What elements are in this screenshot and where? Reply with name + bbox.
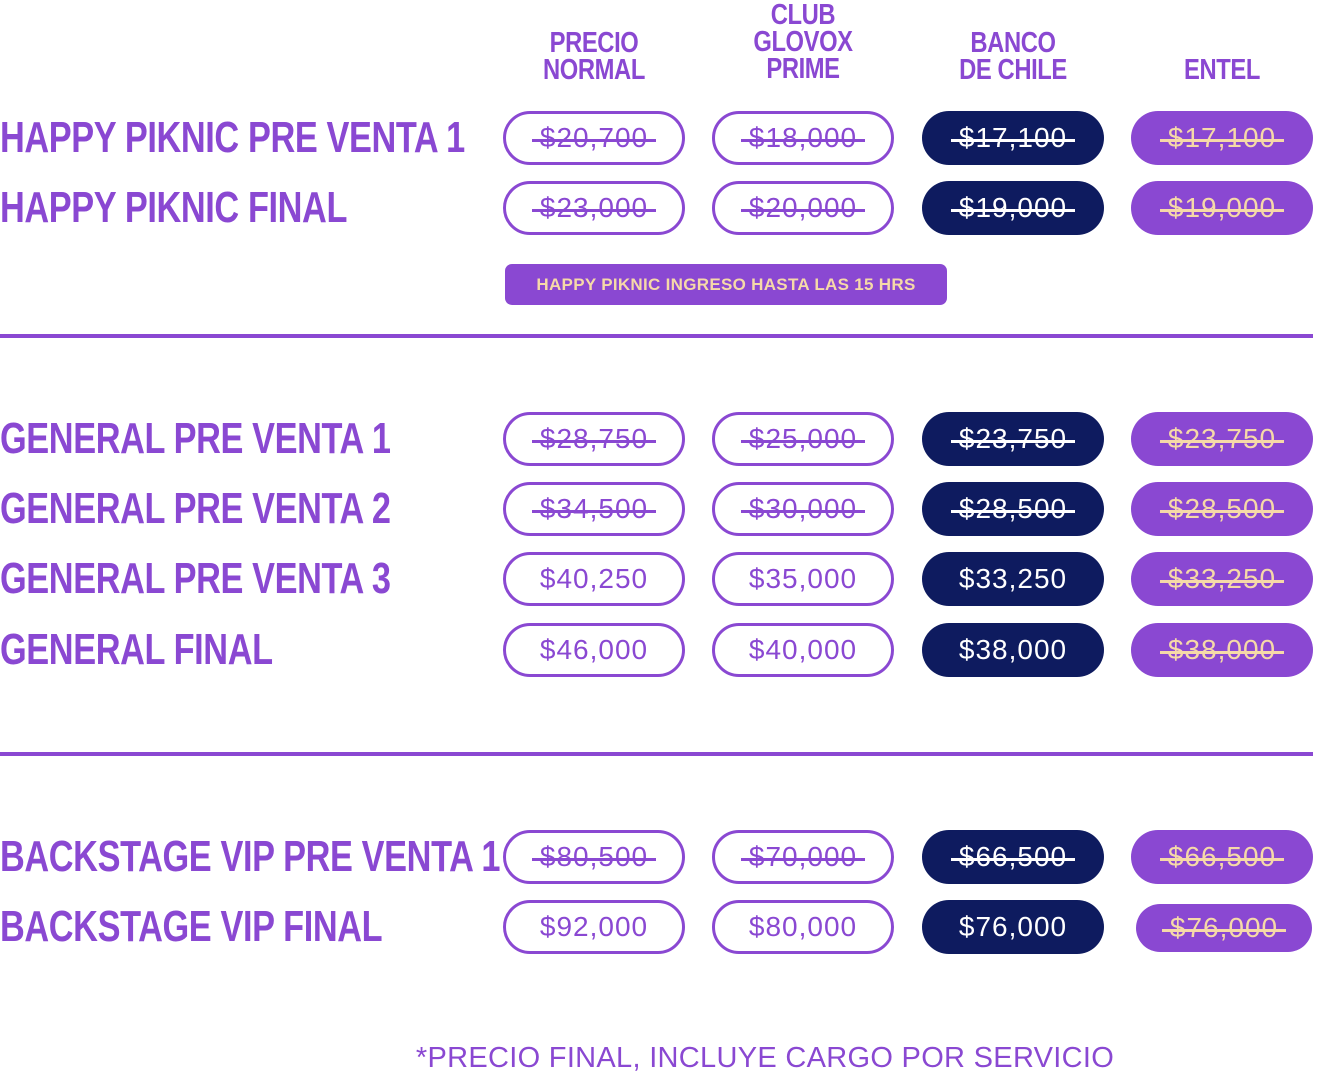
- price-value: $66,500: [1159, 841, 1285, 872]
- price-pill-club-glovox-prime: $25,000: [712, 412, 894, 466]
- price-pill-precio-normal: $40,250: [503, 552, 685, 606]
- price-value: $40,250: [539, 563, 649, 594]
- price-pill-precio-normal: $20,700: [503, 111, 685, 165]
- price-pill-entel: $17,100: [1131, 111, 1313, 165]
- price-pill-banco-de-chile: $38,000: [922, 623, 1104, 677]
- row-label-backstage-vip-final: BACKSTAGE VIP FINAL: [0, 902, 383, 951]
- price-pill-club-glovox-prime: $70,000: [712, 830, 894, 884]
- price-value: $18,000: [740, 122, 866, 153]
- price-pill-club-glovox-prime: $20,000: [712, 181, 894, 235]
- price-value: $19,000: [1159, 192, 1285, 223]
- price-pill-banco-de-chile: $19,000: [922, 181, 1104, 235]
- price-pill-entel: $66,500: [1131, 830, 1313, 884]
- price-value: $28,500: [950, 493, 1076, 524]
- row-label-general-final: GENERAL FINAL: [0, 625, 273, 674]
- price-pill-entel: $23,750: [1131, 412, 1313, 466]
- price-pill-entel: $38,000: [1131, 623, 1313, 677]
- price-value: $40,000: [748, 634, 858, 665]
- price-pill-banco-de-chile: $33,250: [922, 552, 1104, 606]
- price-value: $28,500: [1159, 493, 1285, 524]
- happy-piknic-note: HAPPY PIKNIC INGRESO HASTA LAS 15 HRS: [505, 264, 947, 305]
- price-pill-club-glovox-prime: $35,000: [712, 552, 894, 606]
- price-value: $30,000: [740, 493, 866, 524]
- price-value: $46,000: [539, 634, 649, 665]
- price-pill-entel: $28,500: [1131, 482, 1313, 536]
- price-value: $35,000: [748, 563, 858, 594]
- price-pill-entel: $33,250: [1131, 552, 1313, 606]
- price-value: $80,000: [748, 911, 858, 942]
- row-label-backstage-vip-pre-venta-1: BACKSTAGE VIP PRE VENTA 1: [0, 832, 501, 881]
- price-pill-banco-de-chile: $76,000: [922, 900, 1104, 954]
- price-pill-precio-normal: $23,000: [503, 181, 685, 235]
- header-entel: ENTEL: [1184, 54, 1260, 86]
- price-pill-entel: $76,000: [1136, 904, 1312, 952]
- price-value: $20,700: [531, 122, 657, 153]
- price-pill-precio-normal: $80,500: [503, 830, 685, 884]
- price-pill-banco-de-chile: $66,500: [922, 830, 1104, 884]
- row-label-general-pre-venta-1: GENERAL PRE VENTA 1: [0, 414, 391, 463]
- price-pill-club-glovox-prime: $80,000: [712, 900, 894, 954]
- price-pill-banco-de-chile: $17,100: [922, 111, 1104, 165]
- row-label-happy-piknic-final: HAPPY PIKNIC FINAL: [0, 183, 348, 232]
- price-value: $92,000: [539, 911, 649, 942]
- price-value: $33,250: [958, 563, 1068, 594]
- price-value: $76,000: [1161, 912, 1287, 943]
- price-value: $33,250: [1159, 563, 1285, 594]
- price-pill-entel: $19,000: [1131, 181, 1313, 235]
- price-value: $76,000: [958, 911, 1068, 942]
- section-divider: [0, 334, 1313, 338]
- price-value: $80,500: [531, 841, 657, 872]
- section-divider: [0, 752, 1313, 756]
- price-value: $17,100: [950, 122, 1076, 153]
- price-pill-club-glovox-prime: $18,000: [712, 111, 894, 165]
- price-value: $34,500: [531, 493, 657, 524]
- price-value: $25,000: [740, 423, 866, 454]
- row-label-happy-piknic-pre-venta-1: HAPPY PIKNIC PRE VENTA 1: [0, 113, 465, 162]
- price-value: $66,500: [950, 841, 1076, 872]
- price-value: $19,000: [950, 192, 1076, 223]
- price-value: $20,000: [740, 192, 866, 223]
- price-pill-precio-normal: $92,000: [503, 900, 685, 954]
- price-value: $23,000: [531, 192, 657, 223]
- price-value: $70,000: [740, 841, 866, 872]
- price-pill-banco-de-chile: $23,750: [922, 412, 1104, 466]
- price-value: $23,750: [950, 423, 1076, 454]
- price-pill-precio-normal: $34,500: [503, 482, 685, 536]
- price-value: $23,750: [1159, 423, 1285, 454]
- price-pill-club-glovox-prime: $30,000: [712, 482, 894, 536]
- footnote: *PRECIO FINAL, INCLUYE CARGO POR SERVICI…: [415, 1042, 1115, 1074]
- price-value: $28,750: [531, 423, 657, 454]
- price-pill-banco-de-chile: $28,500: [922, 482, 1104, 536]
- price-pill-precio-normal: $46,000: [503, 623, 685, 677]
- price-pill-club-glovox-prime: $40,000: [712, 623, 894, 677]
- row-label-general-pre-venta-2: GENERAL PRE VENTA 2: [0, 484, 391, 533]
- price-value: $38,000: [958, 634, 1068, 665]
- price-pill-precio-normal: $28,750: [503, 412, 685, 466]
- row-label-general-pre-venta-3: GENERAL PRE VENTA 3: [0, 554, 391, 603]
- price-value: $38,000: [1159, 634, 1285, 665]
- price-value: $17,100: [1159, 122, 1285, 153]
